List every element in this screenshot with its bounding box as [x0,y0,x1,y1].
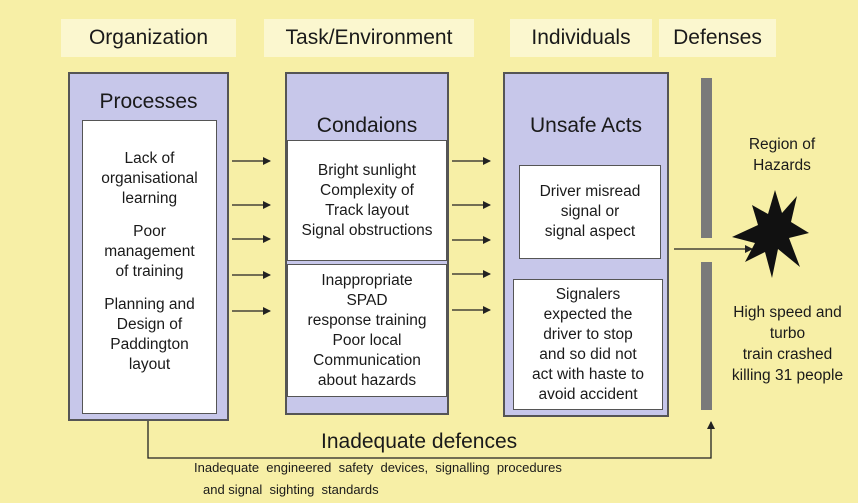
condition-text: Poor local [332,331,402,349]
unsafe-act-text: Driver misread [539,183,641,200]
unsafe-acts-lower-box: Signalers expected the driver to stop an… [513,279,663,410]
header-task-environment: Task/Environment [264,19,474,57]
process-text: Planning and [104,296,195,313]
outcome-line: High speed and [733,304,842,321]
defense-barrier-lower [701,262,712,410]
process-text: organisational [101,170,198,187]
condition-text: Bright sunlight [317,161,417,179]
condition-text: about hazards [317,371,417,389]
region-of-hazards-label: Region of Hazards [726,134,838,176]
unsafe-act-text: Signalers [555,285,621,303]
processes-title: Processes [99,90,198,113]
region-text: Region of [748,136,816,153]
header-organization-label: Organization [88,26,209,49]
conditions-lower-box: Inappropriate SPAD response training Poo… [287,264,447,397]
unsafe-act-text: avoid accident [538,385,638,403]
latent-failure-path [147,421,715,459]
unsafe-acts-upper-box: Driver misread signal or signal aspect [519,165,661,259]
process-text: management [104,243,195,260]
header-organization: Organization [61,19,236,57]
unsafe-act-text: expected the [543,305,633,323]
process-text: Poor [133,223,166,240]
condition-text: Signal obstructions [301,221,433,239]
processes-box: Lack of organisational learning Poor man… [82,120,217,414]
explosion-icon [732,190,809,278]
process-text: Design of [116,316,183,333]
header-individuals-label: Individuals [531,26,631,49]
unsafe-act-text: driver to stop [543,325,633,343]
process-text: Paddington [110,336,189,353]
process-text: of training [115,263,184,280]
inadequate-defences-title: Inadequate defences [321,430,518,453]
condition-text: Track layout [325,201,409,219]
process-text: learning [121,190,178,207]
unsafe-act-text: act with haste to [531,365,644,383]
unsafe-act-text: and so did not [539,345,637,363]
condition-text: Communication [313,351,421,369]
header-task-environment-label: Task/Environment [285,26,453,49]
conditions-column: Condaions Bright sunlight Complexity of … [285,72,449,415]
unsafe-acts-title: Unsafe Acts [529,114,643,137]
conditions-title: Condaions [316,114,418,137]
condition-text: Inappropriate [321,271,413,289]
process-text: Lack of [124,150,175,167]
outcome-text: High speed and turbo train crashed killi… [717,302,858,386]
condition-text: response training [307,311,427,329]
outcome-line: train crashed [742,346,833,363]
conditions-upper-box: Bright sunlight Complexity of Track layo… [287,140,447,261]
outcome-line: killing 31 people [731,367,844,384]
processes-column: Processes Lack of organisational learnin… [68,72,229,421]
inadequate-defences-detail-1: Inadequate engineered safety devices, si… [194,460,562,475]
condition-text: Complexity of [320,181,414,199]
unsafe-acts-column: Unsafe Acts Driver misread signal or sig… [503,72,669,417]
process-text: layout [128,356,171,373]
header-defenses-label: Defenses [673,26,762,49]
unsafe-act-text: signal or [560,203,620,220]
defense-barrier-upper [701,78,712,238]
unsafe-act-text: signal aspect [544,223,636,240]
region-text: Hazards [753,157,811,174]
inadequate-defences-detail-2: and signal sighting standards [203,482,379,497]
outcome-line: turbo [769,325,806,342]
header-defenses: Defenses [659,19,776,57]
header-individuals: Individuals [510,19,652,57]
condition-text: SPAD [346,291,388,309]
